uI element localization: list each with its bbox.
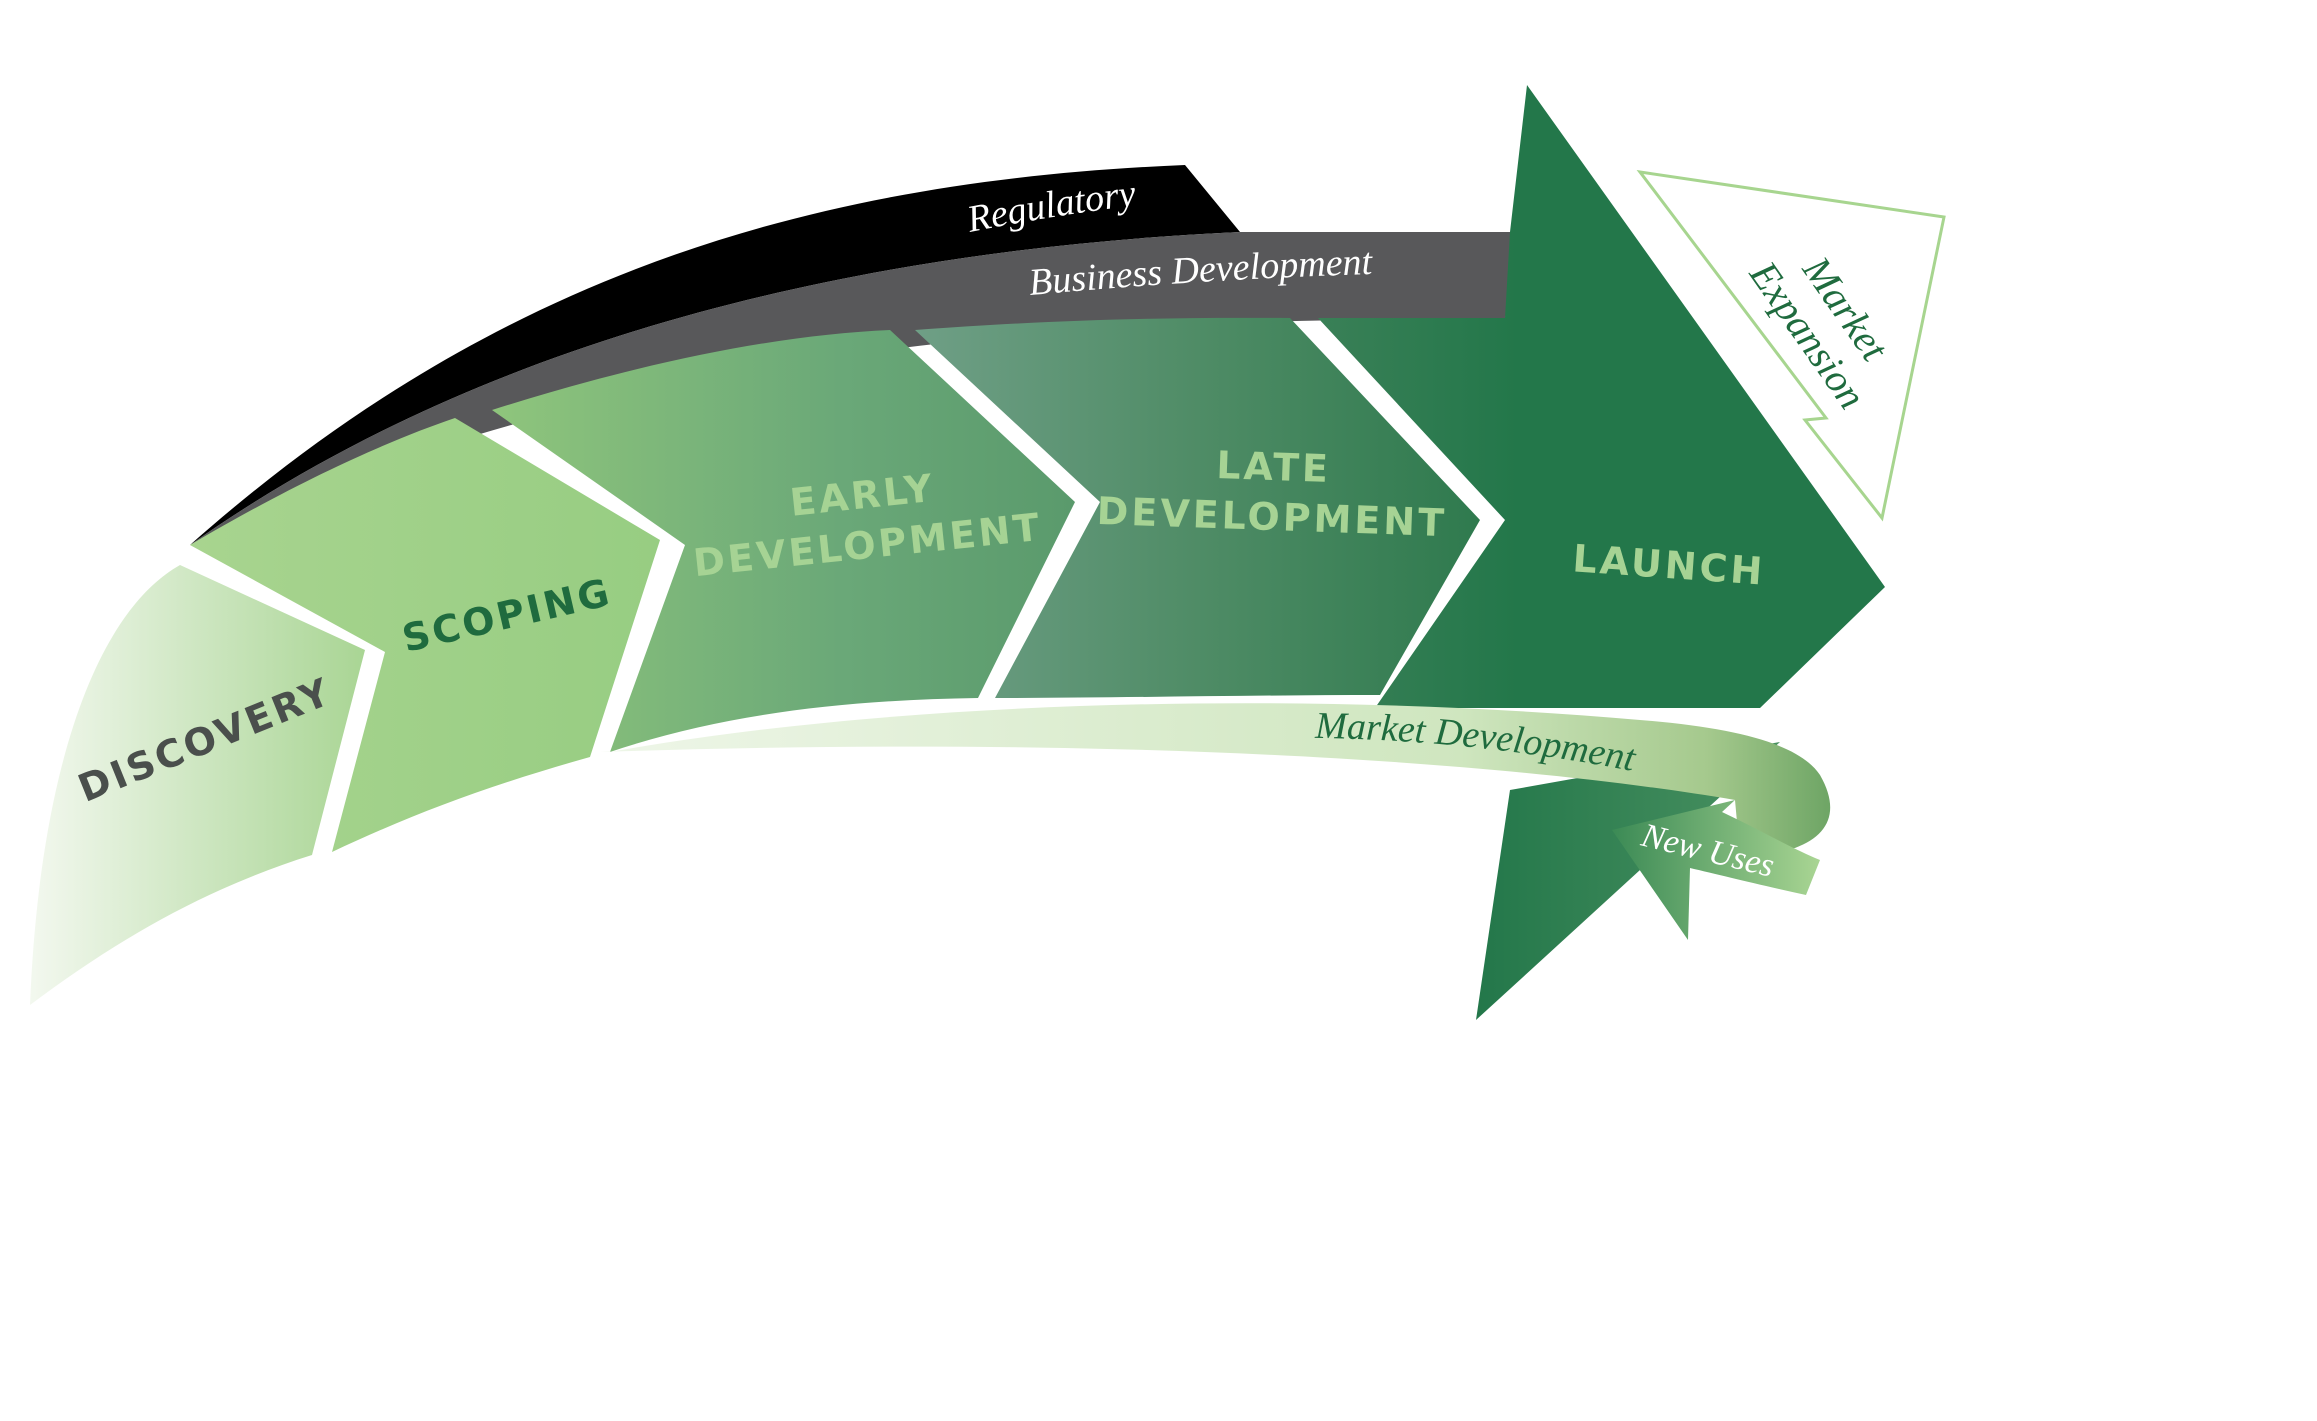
market-expansion-arrow: [1636, 169, 1946, 522]
stage-early-development: [492, 330, 1075, 752]
stage-scoping: [190, 418, 660, 852]
market-development-ribbon: [600, 703, 1831, 855]
business-development-band: [190, 232, 1515, 545]
stage-late-development: [915, 317, 1480, 698]
stage-discovery: [30, 565, 365, 1005]
late-development-line1: LATE: [1216, 443, 1332, 491]
new-uses-arrow: [1612, 800, 1820, 940]
regulatory-band: [190, 165, 1240, 545]
stage-launch: [1318, 85, 1885, 708]
